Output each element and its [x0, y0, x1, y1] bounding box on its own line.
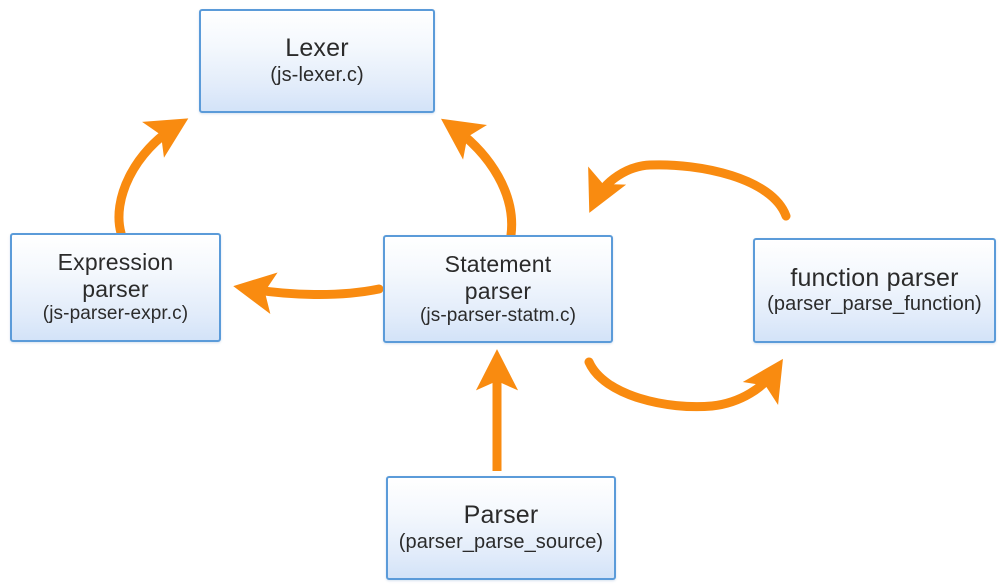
node-lexer[interactable]: Lexer (js-lexer.c) [199, 9, 435, 113]
edge-statement-to-lexer [441, 118, 517, 240]
node-lexer-title: Lexer [285, 34, 349, 63]
node-expression-parser-subtitle: (js-parser-expr.c) [42, 303, 189, 325]
edge-statement-to-expression [233, 272, 384, 314]
node-expression-parser-title-line1: Expression [57, 249, 174, 276]
edge-function-to-statement [588, 160, 791, 221]
node-statement-parser-title-line1: Statement [444, 250, 552, 277]
edge-statement-to-function [584, 357, 783, 412]
node-function-parser[interactable]: function parser (parser_parse_function) [753, 238, 996, 343]
node-statement-parser[interactable]: Statement parser (js-parser-statm.c) [383, 235, 613, 343]
node-parser-subtitle: (parser_parse_source) [398, 530, 604, 553]
node-expression-parser-title-line2: parser [82, 276, 149, 303]
node-parser[interactable]: Parser (parser_parse_source) [386, 476, 616, 580]
node-lexer-subtitle: (js-lexer.c) [270, 63, 364, 86]
node-expression-parser[interactable]: Expression parser (js-parser-expr.c) [10, 233, 221, 342]
node-function-parser-subtitle: (parser_parse_function) [767, 293, 982, 316]
node-statement-parser-title-line2: parser [464, 277, 532, 304]
node-function-parser-title: function parser [790, 263, 959, 292]
node-statement-parser-subtitle: (js-parser-statm.c) [419, 304, 576, 326]
edge-expression-to-lexer [114, 118, 189, 238]
node-parser-title: Parser [463, 501, 539, 530]
